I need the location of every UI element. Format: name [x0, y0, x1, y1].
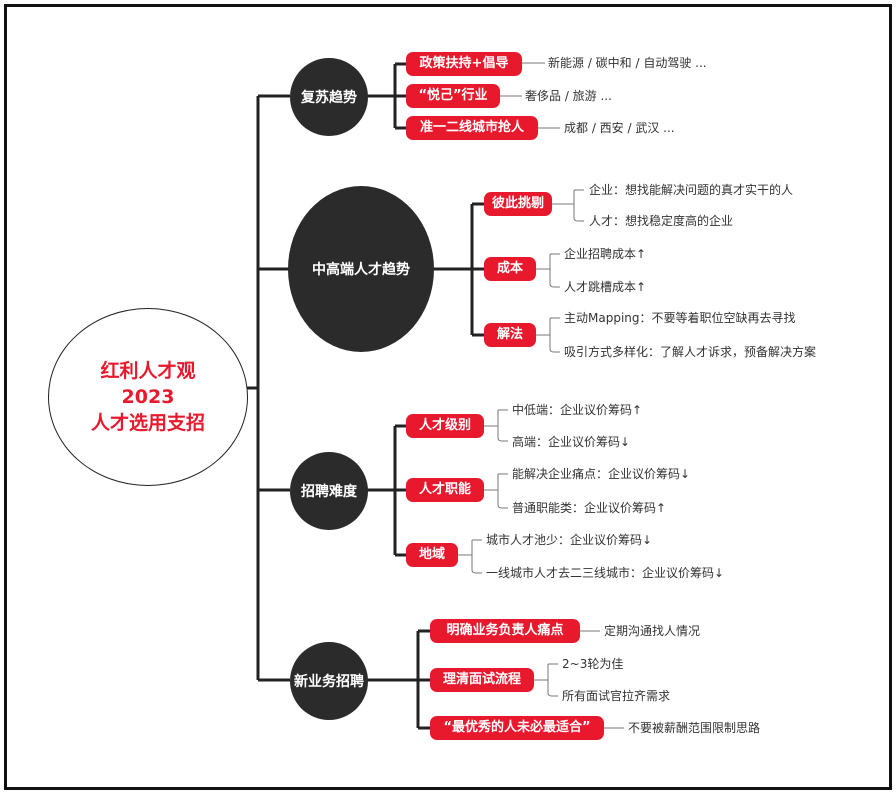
leaf-job-hop-cost: 人才跳槽成本↑: [564, 280, 647, 294]
hub-new-business-recruit: 新业务招聘: [290, 642, 368, 720]
pill-policy-support: 政策扶持+倡导: [406, 52, 522, 76]
pill-talent-function: 人才职能: [406, 478, 484, 502]
leaf-small-talent-pool: 城市人才池少：企业议价筹码↓: [486, 533, 653, 547]
leaf-salary-range: 不要被薪酬范围限制思路: [628, 721, 761, 735]
hub-recruit-difficulty: 招聘难度: [290, 452, 368, 530]
hub-high-end-talent: 中高端人才趋势: [288, 186, 434, 352]
leaf-enterprise-wants: 企业：想找能解决问题的真才实干的人: [589, 183, 794, 197]
leaf-solve-pain-point: 能解决企业痛点：企业议价筹码↓: [512, 467, 691, 481]
root-year: 2023: [121, 386, 175, 408]
leaf-diverse-attraction: 吸引方式多样化：了解人才诉求，预备解决方案: [564, 345, 817, 359]
pill-solution: 解法: [484, 323, 536, 347]
leaf-tier1-to-tier23: 一线城市人才去二三线城市：企业议价筹码↓: [486, 566, 725, 580]
leaf-high-end: 高端：企业议价筹码↓: [512, 435, 631, 449]
root-title: 红利人才观: [100, 360, 196, 382]
pill-cost: 成本: [484, 257, 536, 281]
leaf-active-mapping: 主动Mapping：不要等着职位空缺再去寻找: [564, 311, 796, 325]
leaf-align-interviewers: 所有面试官拉齐需求: [562, 689, 671, 703]
root-subtitle: 人才选用支招: [90, 412, 205, 434]
pill-interview-process: 理清面试流程: [430, 668, 534, 692]
pill-best-not-fittest: “最优秀的人未必最适合”: [430, 716, 604, 740]
leaf-two-three-rounds: 2~3轮为佳: [562, 657, 624, 671]
hub-recovery-trend: 复苏趋势: [290, 58, 368, 136]
pill-mutual-picky: 彼此挑剔: [484, 192, 552, 216]
pill-talent-level: 人才级别: [406, 414, 484, 438]
leaf-luxury-travel: 奢侈品 / 旅游 ...: [525, 89, 612, 103]
leaf-mid-low-end: 中低端：企业议价筹码↑: [512, 403, 643, 417]
leaf-regular-sync: 定期沟通找人情况: [604, 624, 701, 638]
leaf-new-energy: 新能源 / 碳中和 / 自动驾驶 ...: [548, 56, 707, 70]
pill-self-pleasure-industry: “悦己”行业: [406, 84, 500, 108]
leaf-general-function: 普通职能类：企业议价筹码↑: [512, 501, 667, 515]
leaf-hiring-cost: 企业招聘成本↑: [564, 247, 647, 261]
leaf-cities: 成都 / 西安 / 武汉 ...: [564, 121, 675, 135]
pill-city-talent-grab: 准一二线城市抢人: [406, 116, 538, 140]
leaf-talent-wants: 人才：想找稳定度高的企业: [589, 214, 734, 228]
pill-owner-pain-point: 明确业务负责人痛点: [430, 619, 580, 643]
root-node: 红利人才观 2023 人才选用支招: [48, 308, 248, 486]
pill-region: 地域: [406, 543, 458, 567]
